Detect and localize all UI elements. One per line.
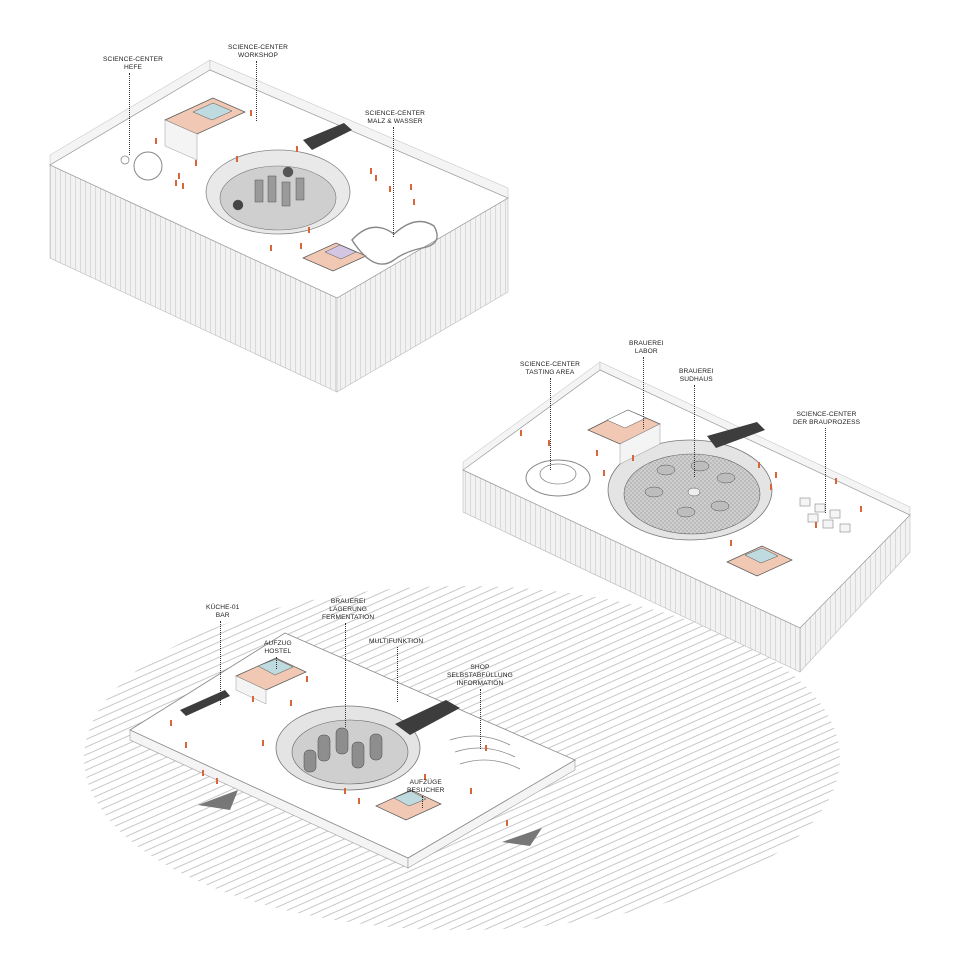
- entrance-arrow: [502, 828, 542, 846]
- level-top: [49, 59, 509, 393]
- label-line: WORKSHOP: [238, 52, 279, 59]
- bridge: [303, 123, 352, 150]
- label-sudhaus: BRAUEREI SUDHAUS: [679, 368, 714, 384]
- label-line: BRAUEREI: [629, 340, 664, 347]
- service-room: [302, 242, 367, 272]
- leader-brauprozess: [825, 428, 826, 513]
- lab-equipment: [232, 166, 305, 211]
- label-brauprozess: SCIENCE-CENTER DER BRAUPROZESS: [793, 411, 860, 427]
- label-line: SCIENCE-CENTER: [365, 110, 426, 117]
- entrance-arrow: [198, 790, 238, 810]
- leader-malz: [393, 127, 394, 237]
- label-line: SCIENCE-CENTER: [228, 44, 289, 51]
- label-line: HEFE: [124, 64, 143, 71]
- label-hostel: AUFZUG HOSTEL: [264, 640, 292, 656]
- label-line: DER BRAUPROZESS: [793, 419, 861, 426]
- bridge: [707, 422, 765, 448]
- label-line: SHOP: [470, 664, 490, 671]
- label-malz: SCIENCE-CENTER MALZ & WASSER: [365, 110, 425, 126]
- leader-lagerung: [345, 623, 346, 727]
- label-tasting: SCIENCE-CENTER TASTING AREA: [520, 361, 580, 377]
- label-line: FERMENTATION: [322, 614, 375, 621]
- label-line: SUDHAUS: [679, 376, 713, 383]
- label-line: HOSTEL: [264, 648, 292, 655]
- label-kueche: KÜCHE-01 BAR: [206, 604, 239, 620]
- label-besucher: AUFZÜGE BESUCHER: [407, 779, 444, 795]
- label-line: LAGERUNG: [329, 606, 368, 613]
- hefe-table: [133, 151, 163, 181]
- leader-kueche: [220, 621, 221, 705]
- label-line: BESUCHER: [407, 787, 445, 794]
- leader-sudhaus: [694, 385, 695, 477]
- level-middle: [462, 361, 911, 673]
- fermentation-tanks: [303, 727, 383, 773]
- label-line: LABOR: [634, 348, 658, 355]
- label-line: BRAUEREI: [330, 598, 366, 605]
- labor-room: [587, 409, 661, 465]
- leader-hefe: [129, 73, 130, 155]
- leader-multifunktion: [397, 647, 398, 702]
- service-room: [164, 97, 246, 161]
- label-multifunktion: MULTIFUNKTION: [369, 638, 423, 646]
- service-room: [726, 545, 793, 577]
- label-line: TASTING AREA: [525, 369, 575, 376]
- tasting-area: [525, 459, 591, 497]
- label-line: AUFZÜGE: [409, 779, 442, 786]
- label-line: MALZ & WASSER: [367, 118, 423, 125]
- label-line: KÜCHE-01: [206, 604, 240, 611]
- visitors: [155, 110, 415, 251]
- label-line: BRAUEREI: [679, 368, 714, 375]
- leader-hostel: [276, 657, 277, 669]
- label-line: SCIENCE-CENTER: [796, 411, 857, 418]
- label-lagerung: BRAUEREI LAGERUNG FERMENTATION: [322, 598, 374, 622]
- leader-shop: [480, 689, 481, 749]
- leader-tasting: [550, 378, 551, 470]
- besucher-room: [375, 789, 442, 821]
- bridge: [395, 700, 460, 735]
- malz-loop: [351, 220, 438, 265]
- visitors: [520, 430, 862, 546]
- label-line: MULTIFUNKTION: [369, 638, 424, 645]
- label-line: BAR: [215, 612, 230, 619]
- label-shop: SHOP SELBSTABFÜLLUNG INFORMATION: [447, 664, 513, 688]
- label-workshop: SCIENCE-CENTER WORKSHOP: [228, 44, 288, 60]
- label-hefe: SCIENCE-CENTER HEFE: [103, 56, 163, 72]
- brew-kettles: [644, 460, 736, 518]
- label-line: AUFZUG: [264, 640, 292, 647]
- label-line: SCIENCE-CENTER: [520, 361, 581, 368]
- level-ground: [129, 632, 576, 869]
- visitors: [170, 676, 508, 826]
- bridge: [180, 690, 230, 716]
- leader-labor: [643, 357, 644, 429]
- hostel-room: [235, 657, 307, 705]
- leader-workshop: [256, 61, 257, 121]
- label-line: SCIENCE-CENTER: [103, 56, 164, 63]
- label-labor: BRAUEREI LABOR: [629, 340, 664, 356]
- leader-besucher: [422, 796, 423, 808]
- label-line: SELBSTABFÜLLUNG: [447, 672, 513, 679]
- label-line: INFORMATION: [456, 680, 504, 687]
